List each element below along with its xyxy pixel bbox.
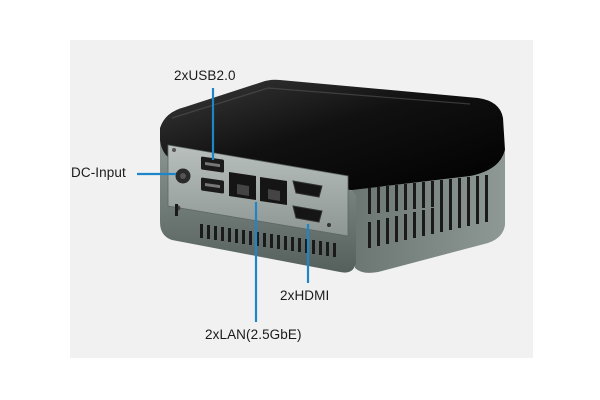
callout-lines xyxy=(137,88,310,322)
rear-vents xyxy=(175,204,336,257)
dc-jack xyxy=(172,148,191,211)
usb-ports xyxy=(201,156,224,194)
lan-ports xyxy=(229,172,287,205)
hdmi-ports xyxy=(292,180,331,227)
lan-label: 2xLAN(2.5GbE) xyxy=(205,327,302,342)
hdmi-label: 2xHDMI xyxy=(280,288,330,303)
side-vents xyxy=(368,175,488,248)
dc-input-label: DC-Input xyxy=(71,165,126,180)
right-side-panel xyxy=(352,150,505,273)
usb-label: 2xUSB2.0 xyxy=(174,68,236,83)
